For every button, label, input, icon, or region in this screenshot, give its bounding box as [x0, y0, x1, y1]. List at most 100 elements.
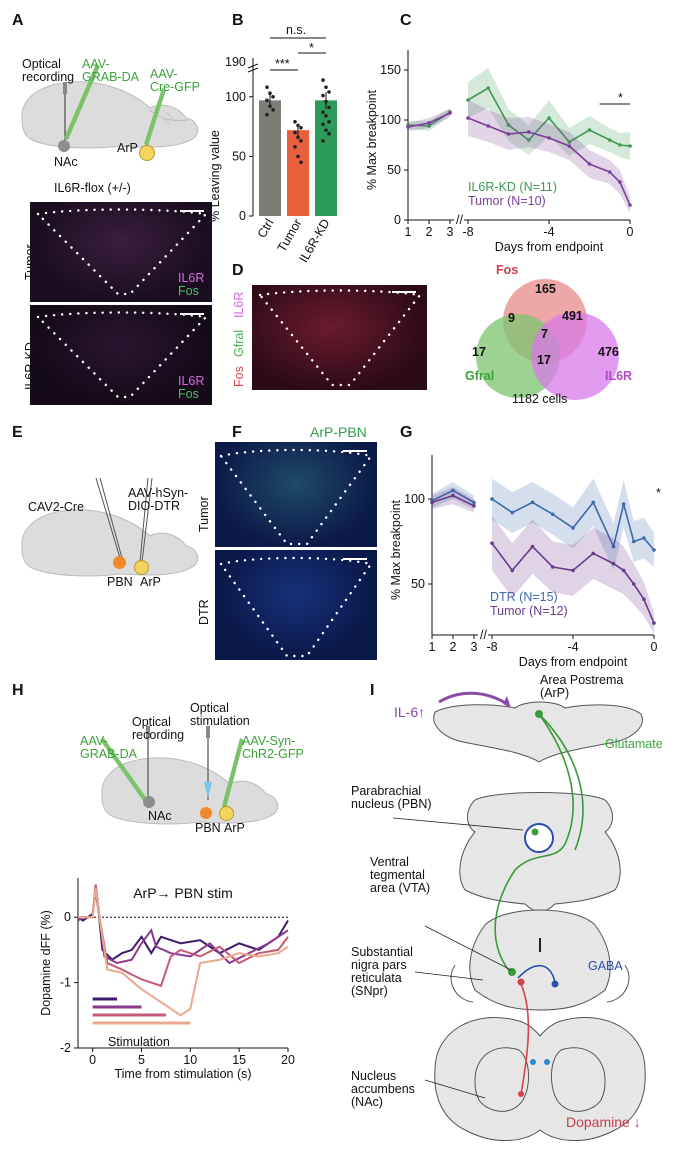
venn-fos-gfral: 9: [508, 311, 515, 325]
x-axis-label: Time from stimulation (s): [114, 1067, 251, 1081]
legend-entry: Tumor (N=12): [490, 604, 568, 618]
data-point: [327, 90, 331, 94]
sig-star-c: *: [618, 91, 623, 105]
panel-label-f: F: [232, 424, 242, 441]
brain-coronal-sections: [392, 691, 646, 1141]
xtick-label: -8: [462, 225, 473, 239]
nac-label-i-2: accumbens: [351, 1082, 415, 1096]
data-point: [427, 124, 431, 128]
data-point: [472, 504, 476, 508]
panel-label-e: E: [12, 424, 23, 441]
ytick-label: 0: [394, 213, 401, 227]
data-point: [466, 116, 470, 120]
data-point: [611, 544, 616, 549]
panel-label-b: B: [232, 12, 244, 29]
aav-cre-label-2: Cre-GFP: [150, 80, 200, 94]
row-label-tumor-f: Tumor: [197, 496, 211, 532]
data-point: [327, 131, 331, 136]
xtick-label: Tumor: [275, 217, 305, 255]
area-postrema-outline-f2: [218, 556, 374, 658]
error-band: [468, 68, 630, 160]
injection-needle-a2: [144, 88, 166, 146]
y-axis-label: % Leaving value: [208, 130, 222, 222]
ytick-label: -2: [60, 1041, 71, 1055]
xtick-label: 0: [89, 1053, 96, 1067]
venn-label-fos: Fos: [496, 263, 519, 277]
data-point: [299, 160, 303, 165]
data-point: [547, 136, 551, 140]
data-point: [530, 500, 535, 505]
scale-bar-f2: [343, 558, 367, 560]
data-point: [296, 154, 300, 159]
data-point: [265, 98, 269, 103]
data-point: [486, 86, 491, 90]
data-point: [268, 91, 272, 95]
section-medulla: [433, 701, 643, 763]
error-band: [432, 487, 474, 513]
data-point: [628, 144, 632, 148]
stain-label-d-fos: Fos: [232, 366, 246, 387]
ytick-label: 50: [411, 577, 425, 591]
data-point: [628, 203, 632, 207]
data-point: [631, 582, 636, 586]
striatum-outline: [474, 1047, 606, 1112]
data-point: [526, 130, 531, 134]
area-postrema-label-1: Area Postrema: [540, 673, 624, 687]
aav-chr2-h-1: AAV-Syn-: [242, 734, 296, 748]
stain-il6r-label-2: IL6R: [178, 374, 205, 388]
data-point: [327, 105, 331, 110]
venn-fos-only: 165: [535, 282, 556, 296]
data-point: [271, 94, 275, 99]
data-point: [324, 128, 328, 132]
data-point: [265, 85, 269, 90]
y-axis-label: % Max breakpoint: [389, 499, 403, 600]
data-point: [327, 120, 331, 124]
data-point: [587, 128, 592, 132]
data-point: [550, 512, 555, 517]
area-postrema-outline: [35, 208, 209, 296]
xtick-label: 10: [183, 1053, 197, 1067]
venn-fos-il6r: 491: [562, 309, 583, 323]
xtick-label: 3: [447, 225, 454, 239]
data-point: [466, 98, 470, 102]
xtick-label: 2: [426, 225, 433, 239]
aav-grab-label-2: GRAB-DA: [82, 70, 139, 84]
data-point: [642, 536, 646, 540]
nac-label-i-3: (NAc): [351, 1095, 383, 1109]
data-point: [324, 114, 328, 118]
data-point: [451, 493, 455, 498]
aav-hsyn-label-1: AAV-hSyn-: [128, 486, 189, 500]
error-band: [408, 109, 450, 131]
area-postrema-outline-d: [257, 289, 423, 387]
series-line: [467, 86, 631, 147]
section-forebrain: [434, 1016, 646, 1141]
y-axis-label: % Max breakpoint: [365, 89, 379, 190]
data-point: [490, 541, 494, 545]
ytick-label: 100: [225, 90, 246, 104]
fourth-ventricle: [524, 823, 554, 853]
pbn-label-i-1: Parabrachial: [351, 784, 422, 798]
data-point: [607, 170, 612, 174]
data-point: [472, 500, 476, 505]
data-point: [621, 502, 626, 506]
ytick-label: 190: [225, 55, 246, 69]
data-point: [652, 548, 656, 552]
aav-cre-label-1: AAV-: [150, 67, 178, 81]
glutamate-label: Glutamate: [605, 737, 663, 751]
optical-recording-label-2: recording: [22, 70, 75, 84]
venn-total: 1182 cells: [512, 392, 568, 406]
pbn-dot-e: [113, 556, 126, 569]
xtick-label: 3: [471, 640, 478, 654]
arp-label-e: ArP: [140, 575, 161, 589]
xtick-label: 5: [138, 1053, 145, 1067]
gaba-pathway: [517, 964, 556, 983]
scale-bar: [180, 210, 204, 212]
micrograph-f-tumor: [215, 442, 377, 547]
micrograph-a-il6rkd: IL6R Fos: [30, 305, 212, 405]
area-postrema-outline-f1: [218, 448, 374, 546]
aav-grab-h-2: GRAB-DA: [80, 747, 137, 761]
data-point: [621, 568, 626, 573]
legend-entry: Tumor (N=10): [468, 194, 546, 208]
